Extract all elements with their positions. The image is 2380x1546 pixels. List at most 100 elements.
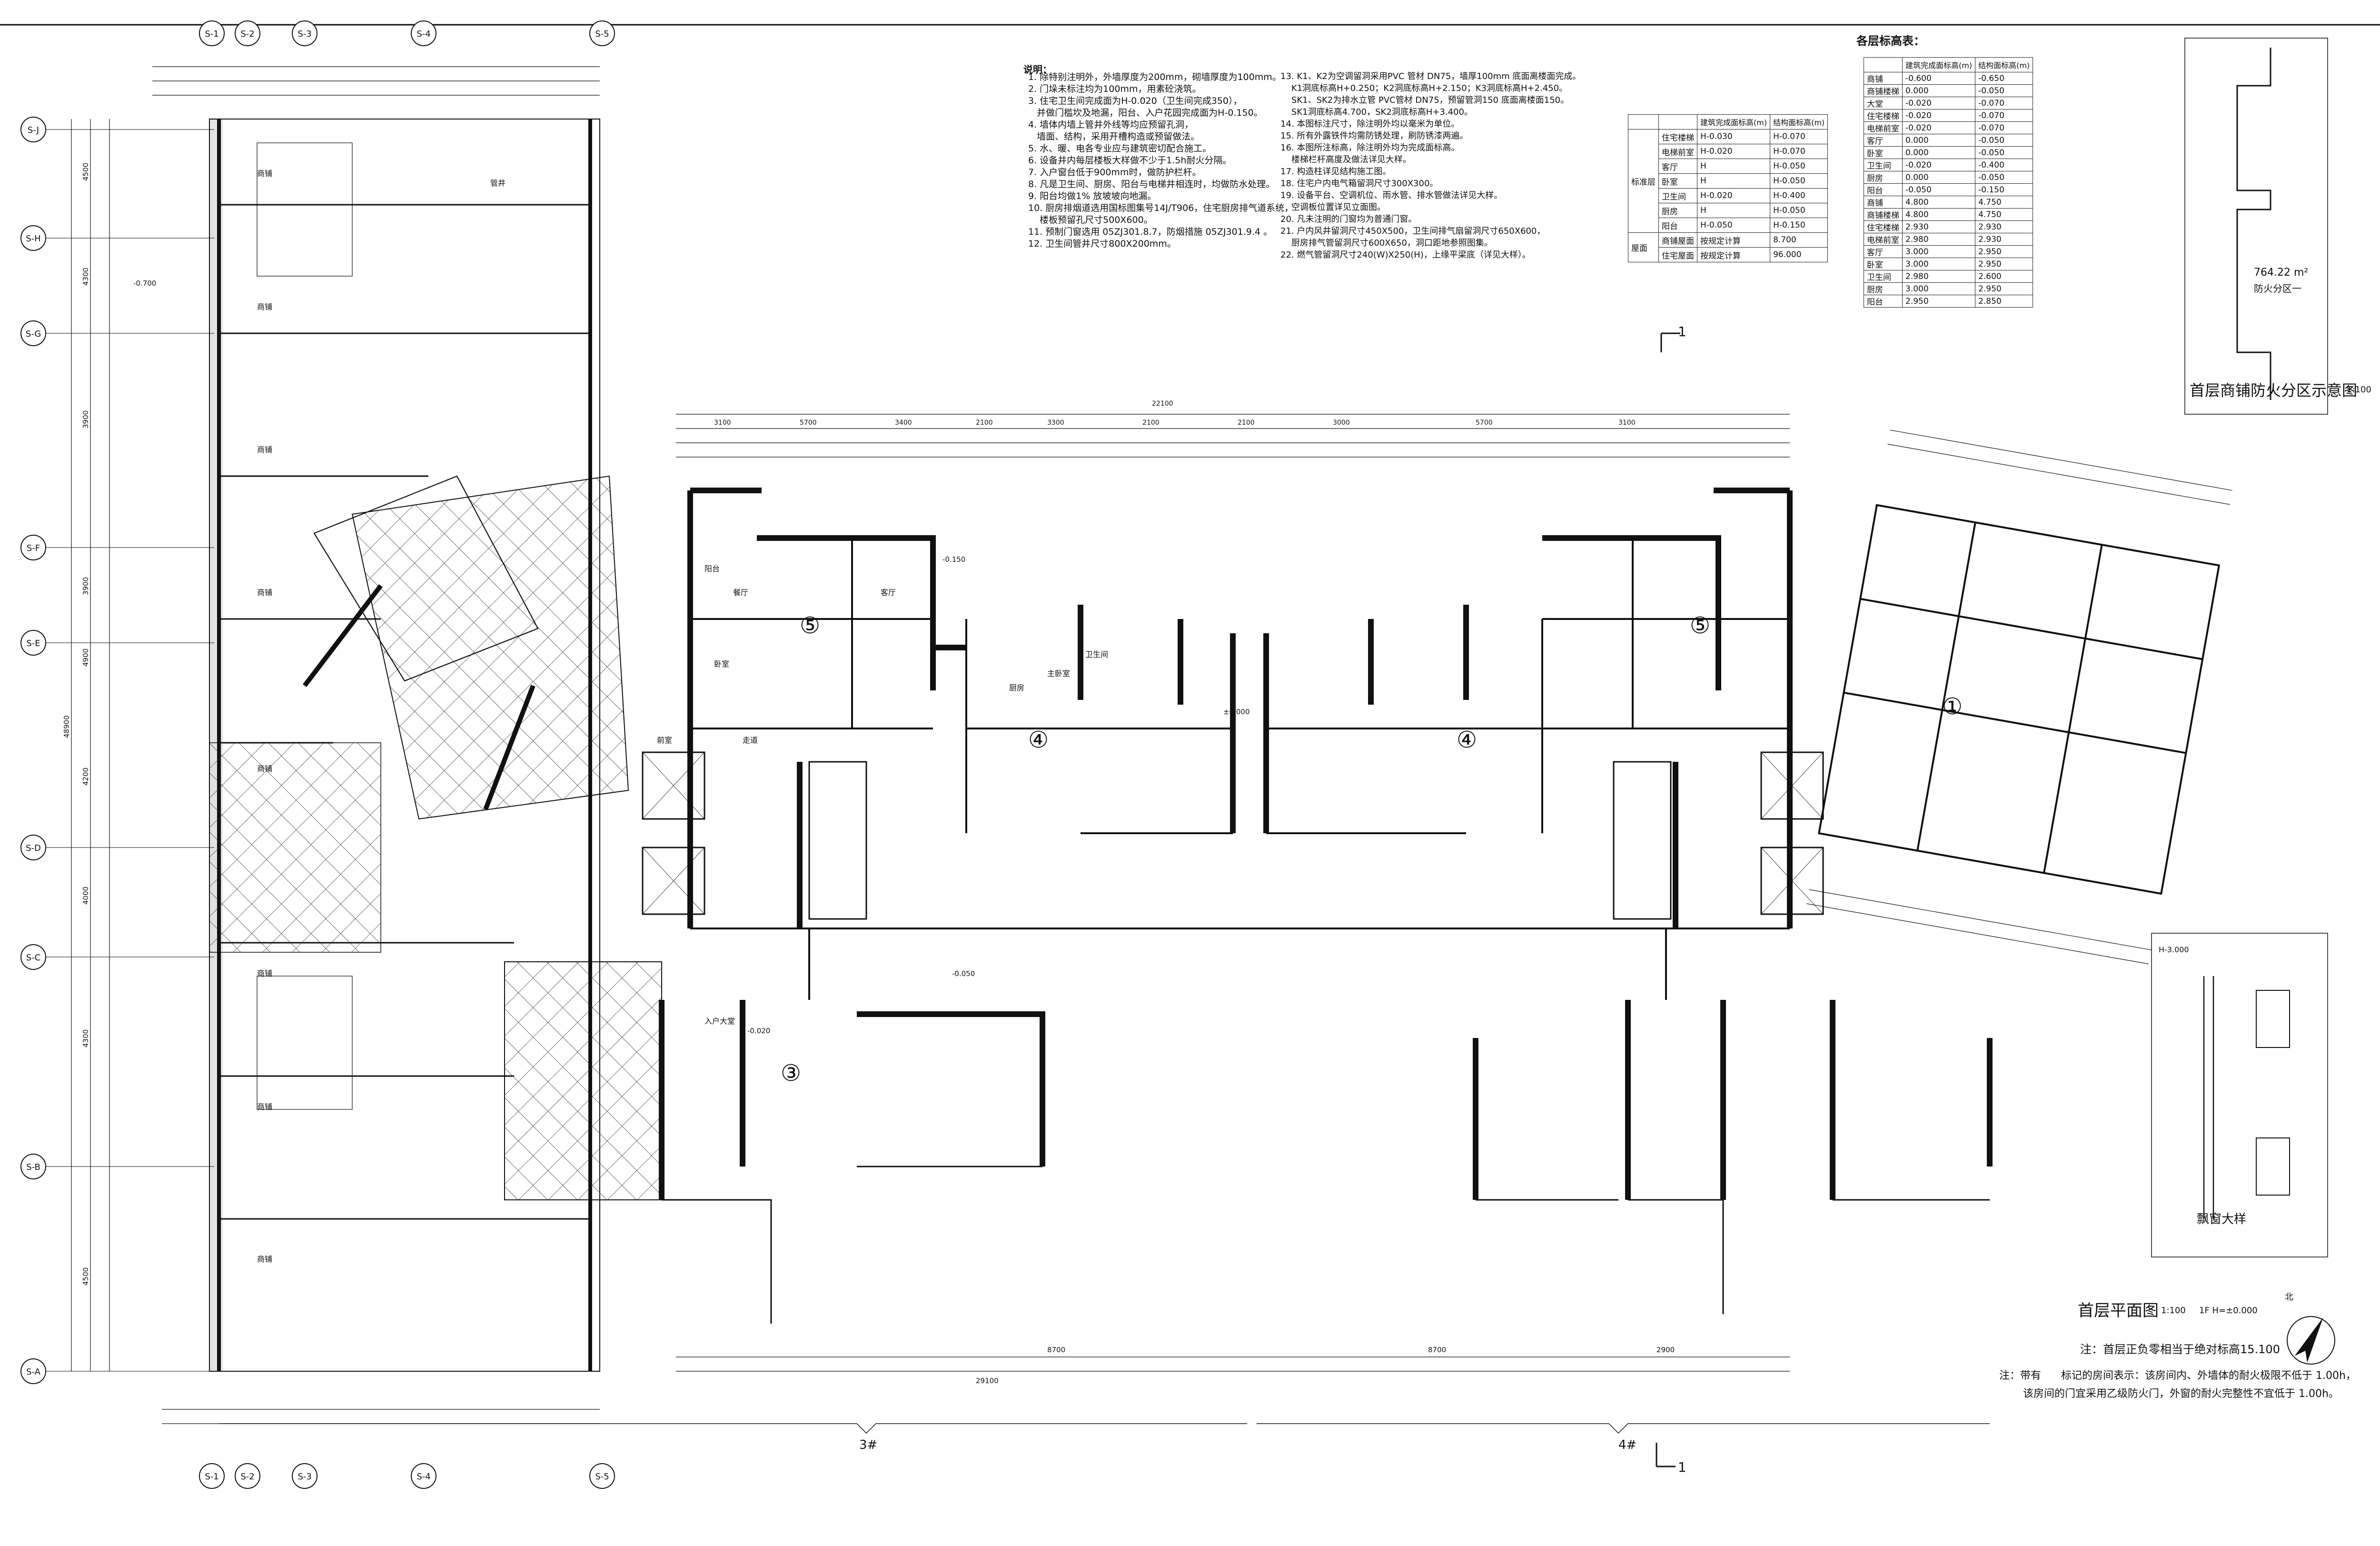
dimension-text: 4300 [81, 1029, 90, 1047]
north-label: 北 [2285, 1292, 2293, 1302]
bay-window-title: 飘窗大样 [2197, 1212, 2247, 1227]
room-label: 商铺 [257, 1255, 272, 1264]
axis-bottom-2-label: S-3 [298, 1472, 311, 1482]
elevation-cell: 商铺 [1864, 196, 1903, 209]
elevation-cell: H-0.050 [1770, 173, 1828, 189]
axis-top-3-label: S-4 [416, 29, 430, 39]
dimension-text: 3000 [1333, 419, 1350, 427]
elevation-cell: H-0.050 [1770, 203, 1828, 218]
room-label: 前室 [657, 736, 672, 745]
elevation-cell: 3.000 [1902, 282, 1976, 295]
dimension-text: 3100 [714, 419, 731, 427]
elevation-cell: 客厅 [1864, 245, 1903, 258]
axis-bottom-4-label: S-5 [595, 1472, 609, 1482]
dimension-text: 3300 [1047, 419, 1064, 427]
axis-left-1-label: S-H [26, 234, 40, 244]
elevation-cell: 2.850 [1975, 295, 2033, 308]
dimension-text: 2900 [1656, 1346, 1675, 1354]
elevation-cell: 商铺楼梯 [1864, 84, 1903, 97]
axis-bottom-4-bubble [589, 1463, 615, 1489]
room-label: 入户大堂 [704, 1017, 735, 1026]
elevation-cell: -0.050 [1975, 171, 2033, 184]
elevation-row: 阳台-0.050-0.150 [1864, 183, 2033, 196]
section-mark-bottom: 1 [1678, 1459, 1686, 1475]
elevation-header: 建筑完成面标高(m) [1696, 114, 1771, 130]
dimension-text: 4300 [81, 268, 90, 286]
elevation-cell: 4.800 [1902, 196, 1976, 209]
dimension-text: 3900 [81, 577, 90, 595]
elevation-cell: -0.050 [1975, 134, 2033, 147]
room-label: 主卧室 [1047, 669, 1070, 678]
note-line: 8. 凡是卫生间、厨房、阳台与电梯井相连时，均做防水处理。 [1028, 179, 1275, 190]
elevation-cell: 阳台 [1864, 183, 1903, 196]
elevation-row: 大堂-0.020-0.070 [1864, 97, 2033, 110]
elevation-cell: H-0.150 [1770, 218, 1828, 233]
elevation-cell: -0.020 [1902, 159, 1976, 171]
elevation-header [1864, 57, 1903, 72]
dimension-text: 2100 [1142, 419, 1160, 427]
footnote-line-2: 该房间的门宜采用乙级防火门，外窗的耐火完整性不宜低于 1.00h。 [2023, 1388, 2339, 1400]
elevation-cell: H-0.030 [1696, 129, 1771, 144]
note-line: 并做门槛坎及地漏，阳台、入户花园完成面为H-0.150。 [1028, 108, 1263, 118]
elevation-cell: 3.000 [1902, 245, 1976, 258]
axis-top-3-bubble [411, 20, 436, 46]
elevation-cell: 客厅 [1658, 159, 1697, 174]
room-label: 卫生间 [1085, 650, 1108, 659]
axis-top-2-label: S-3 [298, 29, 311, 39]
elevation-cell: 2.930 [1975, 233, 2033, 246]
elevation-cell: 8.700 [1770, 232, 1828, 248]
note-line: 4. 墙体内墙上管井外线等均应预留孔洞， [1028, 120, 1194, 130]
elevation-cell: 住宅屋面 [1658, 247, 1697, 262]
note-line: SK1洞底标高4.700，SK2洞底标高H+3.400。 [1280, 107, 1473, 117]
elevation-cell: H-0.070 [1770, 144, 1828, 159]
axis-left-4-label: S-E [26, 638, 40, 648]
elevation-cell: 电梯前室 [1658, 144, 1697, 159]
note-line: 15. 所有外露铁件均需防锈处理，刷防锈漆两遍。 [1280, 131, 1468, 141]
axis-left-0-label: S-J [28, 125, 39, 135]
elevation-cell: -0.150 [1975, 183, 2033, 196]
level-mark: ±0.000 [1223, 708, 1250, 716]
elevation-cell: 4.750 [1975, 196, 2033, 209]
elevation-cell: -0.020 [1902, 97, 1976, 110]
notes-column-2: 13. K1、K2为空调留洞采用PVC 管材 DN75，墙厚100mm 底面离楼… [1280, 70, 1581, 261]
room-label: 卧室 [714, 659, 729, 668]
dimension-text: 8700 [1047, 1346, 1065, 1354]
elevation-cell: 0.000 [1902, 146, 1976, 159]
building-3-label: 3# [859, 1438, 878, 1452]
elevation-row: 住宅楼梯-0.020-0.070 [1864, 109, 2033, 122]
elevation-cell: 卫生间 [1864, 159, 1903, 171]
dimension-text: 2100 [1238, 419, 1255, 427]
fire-zone-scale: 1:100 [2347, 385, 2371, 395]
elevation-cell: -0.400 [1975, 159, 2033, 171]
elevation-header: 结构面标高(m) [1770, 114, 1828, 130]
room-label: 厨房 [1009, 683, 1024, 692]
note-line: SK1、SK2为排水立管 PVC管材 DN75，预留管洞150 底面离楼面150… [1280, 95, 1569, 105]
room-label: 商铺 [257, 764, 272, 773]
note-line: 14. 本图标注尺寸，除注明外均以毫米为单位。 [1280, 119, 1460, 129]
elevation-cell: 客厅 [1864, 134, 1903, 147]
room-label: 餐厅 [733, 588, 748, 597]
fire-zone-area: 764.22 m² [2254, 267, 2309, 279]
note-line: K1洞底标高H+0.250；K2洞底标高H+2.150；K3洞底标高H+2.45… [1280, 83, 1568, 93]
elevation-cell: -0.650 [1975, 72, 2033, 85]
axis-top-1-bubble [235, 20, 260, 46]
elevation-cell: H-0.070 [1770, 129, 1828, 144]
dimension-text: 3100 [1618, 419, 1636, 427]
dimension-text: 4500 [81, 1267, 90, 1286]
dimension-text: 22100 [1152, 400, 1173, 408]
elevation-table-title: 各层标高表： [1856, 34, 1925, 48]
elevation-cell: 2.600 [1975, 270, 2033, 283]
dimension-text: 8700 [1428, 1346, 1446, 1354]
dimension-text: 4200 [81, 768, 90, 786]
room-label: 商铺 [257, 969, 272, 978]
elevation-cell: H-0.050 [1770, 159, 1828, 174]
